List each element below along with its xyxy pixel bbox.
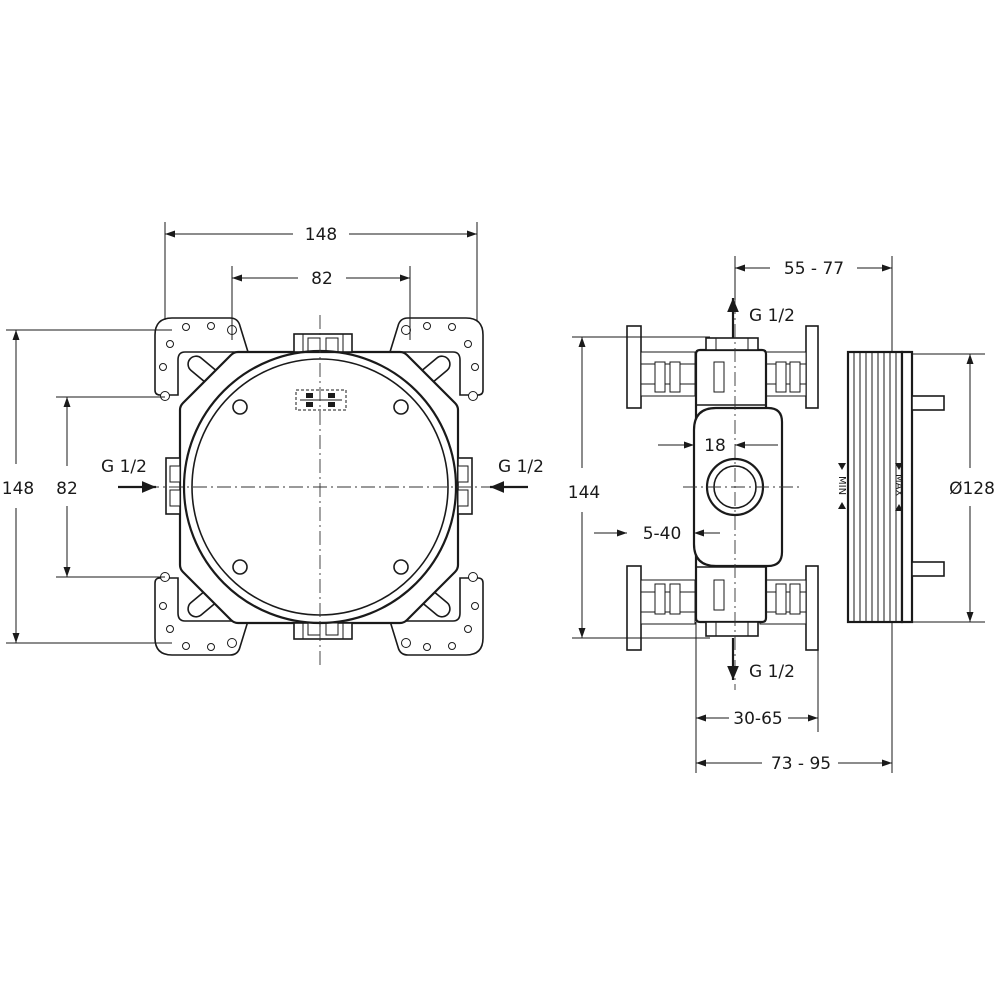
bracket-arms-bottom: [640, 579, 807, 625]
flange-top-right: [805, 325, 819, 409]
flange-top-left: [626, 325, 642, 409]
dimension-width-outer: 148: [164, 222, 478, 320]
dim-diameter-label: Ø128: [949, 479, 995, 499]
inlet-right-label: G 1/2: [498, 457, 544, 477]
min-mark: MIN: [836, 463, 847, 509]
dimension-depth-total: 73 - 95: [696, 622, 893, 774]
outlet-top-label: G 1/2: [749, 306, 795, 326]
pin-top: [911, 395, 945, 411]
dim-18-label: 18: [704, 436, 726, 456]
pin-bottom: [911, 561, 945, 577]
inlet-left-label: G 1/2: [101, 457, 147, 477]
dim-55-77-label: 55 - 77: [784, 259, 844, 279]
dim-30-65-label: 30-65: [733, 709, 782, 729]
max-label: MAX: [893, 474, 904, 496]
side-view: MIN MAX G 1/2 G 1/2 55 - 77: [568, 256, 995, 774]
port-bottom: [293, 622, 353, 640]
dimension-range: 5-40: [594, 524, 720, 544]
housing-body: [178, 350, 460, 625]
flange-bottom-right: [805, 565, 819, 651]
dim-148-left-label: 148: [2, 479, 34, 499]
dim-73-95-label: 73 - 95: [771, 754, 831, 774]
port-right: [457, 457, 473, 515]
outlet-nipple-top: [705, 337, 759, 351]
outlet-nipple-bottom: [705, 621, 759, 637]
port-top: [293, 333, 353, 353]
dim-5-40-label: 5-40: [643, 524, 682, 544]
outlet-bottom-label: G 1/2: [749, 662, 795, 682]
bracket-arms-top: [640, 351, 807, 397]
screw-hole: [393, 559, 409, 575]
mounting-bracket-top-left: [154, 317, 250, 401]
dimension-height-inner: 82: [56, 396, 165, 578]
max-mark: MAX: [893, 463, 904, 511]
min-label: MIN: [836, 476, 847, 495]
dimension-height-side: 144: [568, 336, 710, 639]
port-left: [165, 457, 181, 515]
dim-82-top-label: 82: [311, 269, 333, 289]
dim-144-label: 144: [568, 483, 600, 503]
dimension-height-outer: 148: [2, 329, 172, 644]
insert-top: [713, 361, 725, 393]
dim-82-left-label: 82: [56, 479, 78, 499]
dimension-width-inner: 82: [231, 266, 411, 340]
dim-148-top-label: 148: [305, 225, 337, 245]
dimension-diameter: Ø128: [912, 353, 995, 623]
screw-hole: [232, 559, 248, 575]
flange-bottom-left: [626, 565, 642, 651]
dimension-depth-top: 55 - 77: [734, 256, 893, 352]
insert-bottom: [713, 579, 725, 611]
front-view: G 1/2 G 1/2 148 82 148: [2, 222, 544, 665]
end-plate: [900, 350, 914, 624]
label-plate: [295, 389, 347, 411]
dimension-depth-mid: 30-65: [695, 622, 819, 773]
screw-hole: [393, 399, 409, 415]
screw-hole: [232, 399, 248, 415]
mounting-bracket-top-right: [388, 317, 484, 401]
dimension-offset: 18: [658, 436, 778, 456]
